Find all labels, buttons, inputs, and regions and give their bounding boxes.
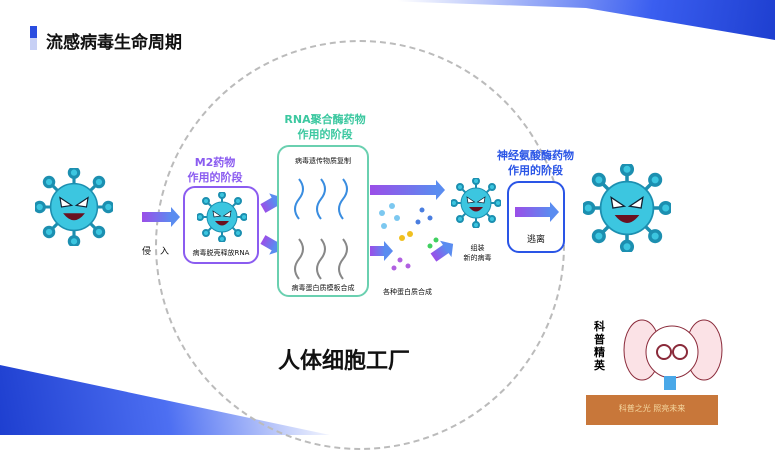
m2-stage-box: 病毒脱壳释放RNA	[183, 186, 259, 264]
rna-top-caption: 病毒遗传物质复制	[295, 157, 351, 165]
factory-label: 人体细胞工厂	[278, 349, 411, 374]
na-stage-box: 逃离	[507, 181, 565, 253]
page-title: 流感病毒生命周期	[46, 33, 182, 53]
arrow-icon	[142, 207, 180, 227]
virus-icon	[35, 168, 113, 246]
rna-stage-title: RNA聚合酶药物作用的阶段	[284, 113, 366, 141]
arrow-icon	[515, 202, 559, 222]
dna-strands-icon	[294, 178, 348, 280]
mascot-side-text: 科普精英	[594, 320, 605, 372]
top-right-decoration	[355, 0, 775, 40]
na-stage-title: 神经氨酸酶药物作用的阶段	[497, 149, 574, 177]
enter-label: 侵 入	[142, 247, 170, 257]
arrow-icon	[370, 241, 393, 261]
podium: 科普之光 照亮未来	[586, 395, 718, 425]
m2-caption: 病毒脱壳释放RNA	[192, 249, 250, 257]
rna-stage-box: 病毒遗传物质复制 病毒蛋白质模板合成	[277, 145, 369, 297]
assemble-label: 组装新的病毒	[463, 244, 492, 262]
escape-label: 逃离	[526, 235, 545, 245]
virus-icon	[451, 178, 501, 228]
virus-icon	[197, 192, 247, 242]
virus-icon	[583, 164, 671, 252]
title-accent-bar	[30, 26, 37, 50]
arrow-icon	[370, 180, 445, 200]
mascot: 科普精英 科普之光 照亮未来	[584, 300, 724, 425]
rabbit-mascot-icon	[623, 319, 723, 390]
protein-label: 各种蛋白质合成	[383, 288, 432, 296]
rna-bottom-caption: 病毒蛋白质模板合成	[291, 284, 355, 292]
protein-molecules-icon	[379, 203, 439, 271]
m2-stage-title: M2药物作用的阶段	[187, 156, 243, 184]
